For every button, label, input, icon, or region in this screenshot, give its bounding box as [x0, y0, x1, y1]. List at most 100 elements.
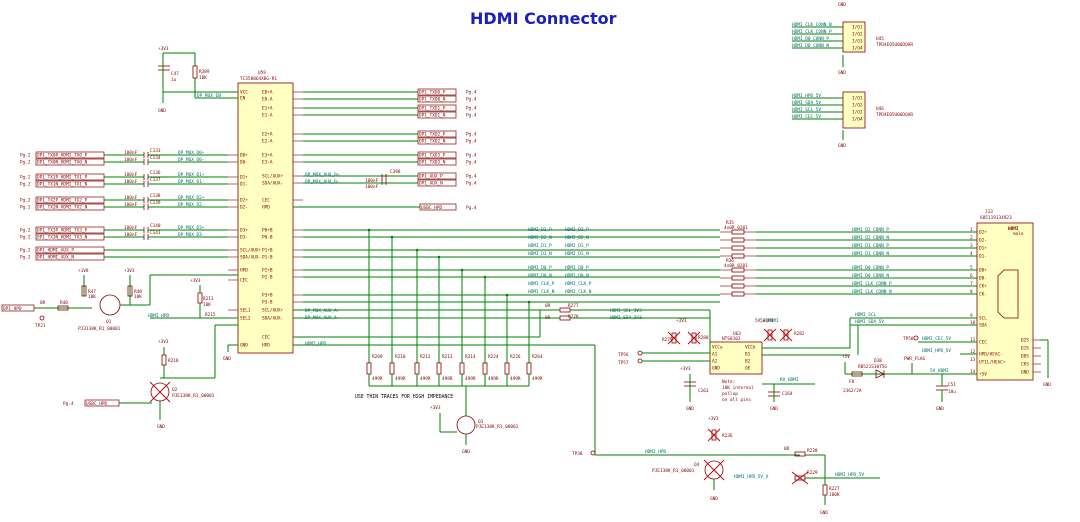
gnd-j: GND — [936, 406, 944, 412]
hdmi-net-alt-7: HDMI_CLK_N — [565, 289, 592, 295]
hdmi-scl-3v3-net: HDMI_SCL_3V3 — [610, 308, 642, 314]
tvs-top-pin-2: I/O3 — [852, 39, 863, 45]
v33-label-e: +3V3 — [430, 405, 441, 411]
left-cap-value-2: 100nF — [124, 172, 138, 178]
left-net-8: DP1_HDMI_AUX_P — [37, 248, 74, 254]
hdmi-net-2: HDMI_D1_P — [528, 243, 552, 249]
u59-right-pin-1: E0-A — [262, 97, 273, 103]
u59-right-pin-3: E1-A — [262, 113, 273, 119]
tvs-bot-net-2: HDMI_SCL_5V — [792, 107, 821, 113]
hdmi-cec-net: HDMI_CEC_5V — [922, 336, 951, 342]
hdmi-conn-net-4: HDMI_D0_CONN_P — [852, 265, 889, 271]
j13-pin-5: D0- — [979, 276, 987, 282]
j13-pin-num-5: 6 — [970, 273, 973, 279]
res-499-value-7: 499R — [532, 376, 543, 382]
left-net-pageref-3: Pg.2 — [20, 182, 31, 188]
left-net-4: DP1_TX2P_HDMI_TX2_P — [37, 198, 88, 204]
hdmi-net-alt-2: HDMI_D1_P — [565, 243, 589, 249]
tp57-label: TP57 — [618, 360, 629, 366]
aux-a-plus-net: DP_MUX_AUX_A+ — [305, 308, 340, 314]
hdmi-net-alt-0: HDMI_D2_P — [565, 227, 589, 233]
u46-ref: U46 — [876, 106, 884, 112]
rn-value-rn_top: 4x0R_0201 — [724, 225, 748, 231]
res-499-ref-6: R226 — [510, 354, 521, 360]
right-net-4: DP1_TXD2_P — [419, 132, 446, 138]
u59-right-pin-15: P1-B — [262, 255, 273, 261]
u45-ref: U45 — [876, 36, 884, 42]
u59-left-pin-2: D0+ — [240, 153, 248, 159]
hdmi-conn-net-6: HDMI_CLK_CONN_P — [852, 281, 892, 287]
j13-pin-13: +5V — [979, 372, 987, 378]
u59-left-pin-13: CEC — [240, 278, 248, 284]
r227-value: 100K — [829, 492, 840, 498]
u59-left-pin-11: SDA/AUX- — [240, 255, 261, 261]
u59-left-pin-1: EN — [240, 96, 246, 102]
j13-pin-8: SCL — [979, 316, 987, 322]
u59-left-pin-8: D3+ — [240, 228, 248, 234]
hv-hdmi-label-a: 5V_HDMI — [755, 318, 774, 324]
u59-right-pin-18: P3+B — [262, 293, 273, 299]
u59-left-pin-3: D0- — [240, 160, 248, 166]
v33-label-h: +3V3 — [708, 416, 719, 422]
u59-right-pin-9: SDA/AUX- — [262, 181, 283, 187]
left-net-pageref-5: Pg.2 — [20, 205, 31, 211]
res-499-value-5: 499R — [488, 376, 499, 382]
u63-note-2: 10K internal — [722, 385, 754, 391]
hdmi-conn-net-0: HDMI_D2_CONN_P — [852, 227, 889, 233]
j13-hdmi-label: HDMI — [1008, 226, 1019, 232]
left-cap-value-5: 100nF — [124, 202, 138, 208]
c51-value: 10u — [948, 389, 956, 395]
hdmi-conn-net-5: HDMI_D0_CONN_N — [852, 273, 889, 279]
j13-pin-num-4: 5 — [970, 265, 973, 271]
u59-right-pin-22: CEC — [262, 335, 270, 341]
r228-value: 0R — [784, 446, 790, 452]
right-net-7: DP1_TXD3_N — [419, 160, 446, 166]
left-net-7: DP1_TX3N_HDMI_TX3_N — [37, 235, 88, 241]
r218-ref: R218 — [168, 358, 179, 364]
r281-ref: R282 — [794, 331, 805, 337]
right-net-pageref-7: Pg.4 — [466, 160, 477, 166]
left-cap-value-4: 100nF — [124, 195, 138, 201]
right-net-pageref-4: Pg.4 — [466, 132, 477, 138]
u59-left-pin-10: SCL/AUX+ — [240, 248, 262, 254]
u59-left-pin-14: SEL1 — [240, 308, 251, 314]
u59-left-pin-16: GND — [240, 343, 248, 349]
j13-pin-num-7: 8 — [970, 289, 973, 295]
res-499-value-1: 499R — [395, 376, 406, 382]
pg4-ref-usbc: Pg.4 — [63, 401, 74, 407]
u63-left-pin-1: A1 — [712, 352, 718, 358]
j13-right-pin-1: D1S — [1021, 346, 1029, 352]
u59-right-pin-5: E2-A — [262, 139, 273, 145]
u59-right-pin-19: P3-B — [262, 300, 273, 306]
res-499-ref-7: R264 — [532, 354, 543, 360]
cap-aux-value: 100nF — [365, 178, 379, 184]
hdmi-5v-supply: +5V F8 2362/2A D38 RB521S30T5G PWR_FLAG … — [842, 339, 1051, 412]
hdmi-hpd-5v-bottom: HDMI_HPD_5V — [835, 472, 864, 478]
r389-value: 10K — [199, 75, 207, 81]
v33-label-b: +3V3 — [124, 268, 135, 274]
left-net-pageref-8: Pg.2 — [20, 248, 31, 254]
usbc-hpd-flag-right: USBC_HPD — [421, 205, 443, 211]
thin-traces-note: USE THIN TRACES FOR HIGH IMPEDANCE — [355, 394, 453, 400]
gnd-d: GND — [462, 449, 470, 455]
d38-ref: D38 — [874, 358, 882, 364]
u63-left-pin-0: VCCa — [712, 345, 723, 351]
hdmi-hpd-5v-x-net: HDMI_HPD_5V_X — [734, 474, 769, 480]
left-net-pageref-1: Pg.2 — [20, 160, 31, 166]
hdmi-net-4: HDMI_D0_P — [528, 265, 552, 271]
r228-ref: R228 — [807, 448, 818, 454]
r227-ref: R227 — [829, 486, 840, 492]
right-net-pageref-1: Pg.4 — [466, 97, 477, 103]
v33-label-g: +3V3 — [680, 366, 691, 372]
j13-right-pin-4: GND — [1021, 370, 1029, 376]
u59-left-pin-12: HPD — [240, 268, 248, 274]
j13-pin-2: D1+ — [979, 246, 987, 252]
pg4-right: Pg.4 — [466, 205, 477, 211]
left-internal-net-4: DP_MUX_D2+ — [178, 195, 205, 201]
res-499-value-4: 499R — [465, 376, 476, 382]
left-cap-value-1: 100nF — [124, 157, 138, 163]
hdmi-scl-net-r: 5V_HDMI — [760, 318, 779, 324]
right-net-1: DP1_TXD0_N — [419, 97, 446, 103]
u63-note-3: pullup — [722, 391, 738, 397]
j13-pin-10: CEC — [979, 340, 987, 346]
